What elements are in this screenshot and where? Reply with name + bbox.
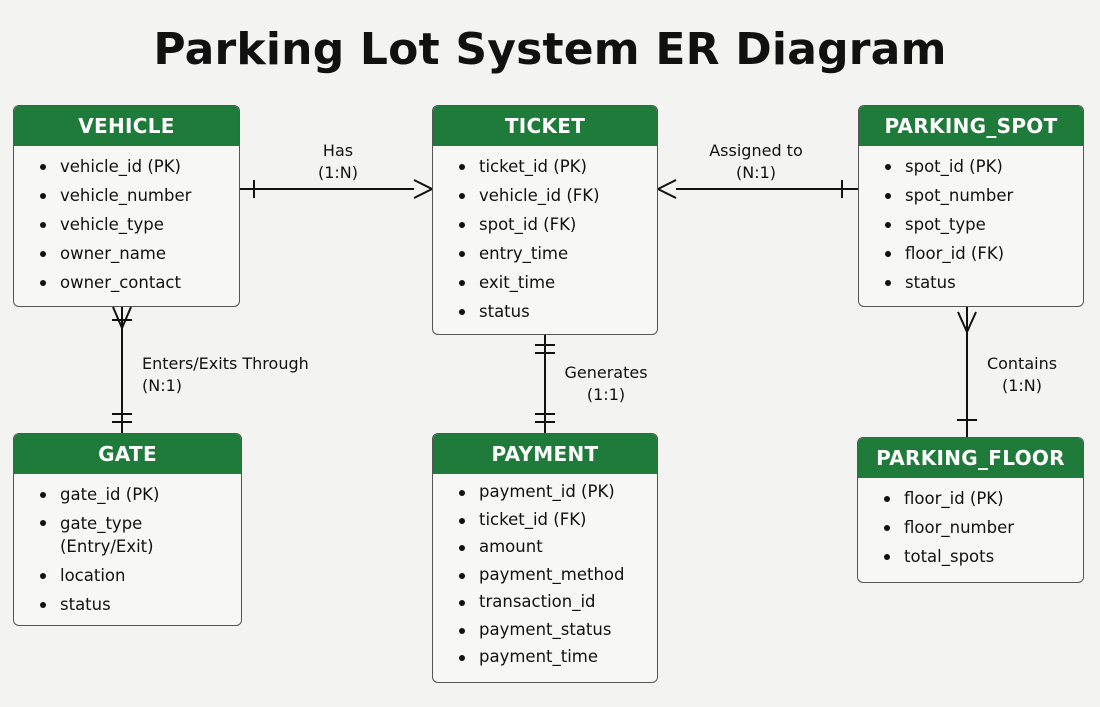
- entity-parking-spot-header: PARKING_SPOT: [859, 106, 1083, 146]
- attribute: status: [883, 268, 1083, 297]
- attribute: spot_type: [883, 210, 1083, 239]
- rel-enters-cardinality: (N:1): [142, 376, 183, 395]
- rel-enters-line: [112, 306, 132, 433]
- entity-vehicle-header: VEHICLE: [14, 106, 239, 146]
- rel-generates-label: Generates (1:1): [560, 362, 652, 406]
- entity-parking-spot: PARKING_SPOT spot_id (PK) spot_number sp…: [858, 105, 1084, 307]
- attribute: vehicle_number: [38, 181, 239, 210]
- entity-parking-floor-attributes: floor_id (PK) floor_number total_spots: [858, 478, 1083, 571]
- rel-generates-line: [535, 335, 555, 433]
- rel-contains-name: Contains: [986, 354, 1058, 373]
- attribute: gate_id (PK): [38, 480, 241, 509]
- attribute: spot_id (FK): [457, 210, 657, 239]
- rel-generates-name: Generates: [564, 363, 648, 382]
- attribute: transaction_id: [457, 588, 657, 616]
- entity-vehicle: VEHICLE vehicle_id (PK) vehicle_number v…: [13, 105, 240, 307]
- attribute: amount: [457, 533, 657, 561]
- attribute: status: [38, 590, 241, 619]
- rel-assigned-line: [655, 179, 858, 199]
- rel-has-label: Has (1:N): [300, 140, 376, 184]
- rel-contains-cardinality: (1:N): [1001, 376, 1043, 395]
- entity-parking-floor-header: PARKING_FLOOR: [858, 438, 1083, 478]
- attribute: floor_id (FK): [883, 239, 1083, 268]
- rel-contains-label: Contains (1:N): [982, 353, 1062, 397]
- attribute: floor_number: [882, 513, 1083, 542]
- rel-enters-name: Enters/Exits Through: [142, 354, 309, 373]
- attribute: spot_id (PK): [883, 152, 1083, 181]
- entity-ticket-header: TICKET: [433, 106, 657, 146]
- attribute-name: gate_type: [60, 514, 143, 533]
- entity-parking-floor: PARKING_FLOOR floor_id (PK) floor_number…: [857, 437, 1084, 583]
- entity-gate-header: GATE: [14, 434, 241, 474]
- rel-assigned-name: Assigned to: [709, 141, 803, 160]
- attribute: owner_name: [38, 239, 239, 268]
- entity-payment: PAYMENT payment_id (PK) ticket_id (FK) a…: [432, 433, 658, 683]
- rel-has-cardinality: (1:N): [317, 163, 359, 182]
- attribute-note: (Entry/Exit): [60, 537, 154, 556]
- rel-contains-line: [957, 307, 977, 437]
- entity-vehicle-attributes: vehicle_id (PK) vehicle_number vehicle_t…: [14, 146, 239, 297]
- attribute: entry_time: [457, 239, 657, 268]
- attribute: gate_type (Entry/Exit): [38, 509, 241, 561]
- attribute: vehicle_id (FK): [457, 181, 657, 210]
- entity-parking-spot-attributes: spot_id (PK) spot_number spot_type floor…: [859, 146, 1083, 297]
- attribute: payment_status: [457, 616, 657, 644]
- entity-ticket: TICKET ticket_id (PK) vehicle_id (FK) sp…: [432, 105, 658, 335]
- rel-generates-cardinality: (1:1): [586, 385, 626, 404]
- entity-payment-header: PAYMENT: [433, 434, 657, 474]
- attribute: spot_number: [883, 181, 1083, 210]
- attribute: payment_method: [457, 561, 657, 589]
- rel-enters-label: Enters/Exits Through (N:1): [142, 353, 309, 397]
- rel-assigned-cardinality: (N:1): [735, 163, 777, 182]
- attribute: payment_id (PK): [457, 478, 657, 506]
- attribute: status: [457, 297, 657, 326]
- rel-has-name: Has: [322, 141, 354, 160]
- attribute: vehicle_id (PK): [38, 152, 239, 181]
- entity-ticket-attributes: ticket_id (PK) vehicle_id (FK) spot_id (…: [433, 146, 657, 326]
- attribute: location: [38, 561, 241, 590]
- attribute: ticket_id (FK): [457, 506, 657, 534]
- rel-assigned-label: Assigned to (N:1): [700, 140, 812, 184]
- attribute: ticket_id (PK): [457, 152, 657, 181]
- attribute: exit_time: [457, 268, 657, 297]
- attribute: owner_contact: [38, 268, 239, 297]
- attribute: payment_time: [457, 643, 657, 671]
- attribute: floor_id (PK): [882, 484, 1083, 513]
- attribute: total_spots: [882, 542, 1083, 571]
- entity-gate: GATE gate_id (PK) gate_type (Entry/Exit)…: [13, 433, 242, 626]
- entity-gate-attributes: gate_id (PK) gate_type (Entry/Exit) loca…: [14, 474, 241, 619]
- diagram-title: Parking Lot System ER Diagram: [153, 24, 947, 75]
- entity-payment-attributes: payment_id (PK) ticket_id (FK) amount pa…: [433, 474, 657, 671]
- attribute: vehicle_type: [38, 210, 239, 239]
